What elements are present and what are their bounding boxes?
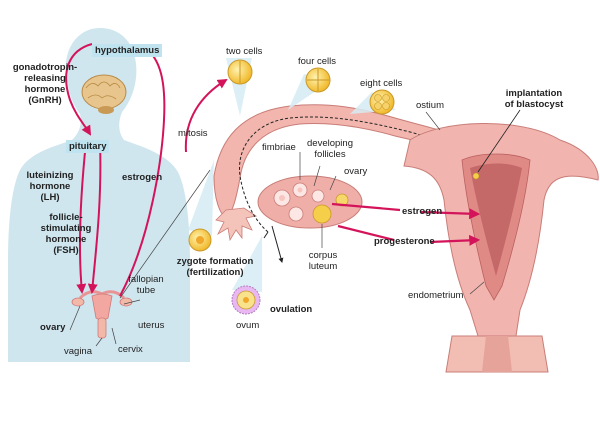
four-cells-stage xyxy=(306,68,330,92)
cervix-label: cervix xyxy=(118,344,143,355)
ostium-label: ostium xyxy=(416,100,444,111)
progesterone-label: progesterone xyxy=(374,236,435,247)
implantation-label: implantation of blastocyst xyxy=(494,88,574,110)
endometrium-label: endometrium xyxy=(408,290,463,301)
four-cells-label: four cells xyxy=(298,56,336,67)
two-cells-stage xyxy=(228,60,252,84)
ovum-label: ovum xyxy=(236,320,259,331)
zygote-cell xyxy=(189,229,211,251)
lh-label: luteinizing hormone (LH) xyxy=(16,170,84,203)
gnrh-label: gonadotropin- releasing hormone (GnRH) xyxy=(6,62,84,106)
vagina-label: vagina xyxy=(64,346,92,357)
ovulation-arrow xyxy=(272,226,282,262)
fsh-label: follicle- stimulating hormone (FSH) xyxy=(28,212,104,256)
two-cells-label: two cells xyxy=(226,46,262,57)
estrogen-label-left: estrogen xyxy=(122,172,162,183)
estrogen-label-right: estrogen xyxy=(402,206,442,217)
developing-follicles-label: developing follicles xyxy=(298,138,362,160)
uterus-label: uterus xyxy=(138,320,164,331)
eight-cells-stage xyxy=(370,90,394,114)
ovary-label-left: ovary xyxy=(40,322,65,333)
corpus-luteum-label: corpus luteum xyxy=(304,250,342,272)
ovulation-label: ovulation xyxy=(270,304,312,315)
hypothalamus-label: hypothalamus xyxy=(92,44,162,57)
pituitary-label: pituitary xyxy=(66,140,109,153)
fimbriae-label: fimbriae xyxy=(262,142,296,153)
zygote-formation-label: zygote formation (fertilization) xyxy=(170,256,260,278)
fallopian-tube-label: fallopian tube xyxy=(124,274,168,296)
eight-cells-label: eight cells xyxy=(360,78,402,89)
ovum-cell xyxy=(232,286,260,314)
corpus-luteum-body xyxy=(313,205,331,223)
mitosis-arrow xyxy=(186,80,226,152)
mitosis-label: mitosis xyxy=(178,128,208,139)
ovary-label-right: ovary xyxy=(344,166,367,177)
